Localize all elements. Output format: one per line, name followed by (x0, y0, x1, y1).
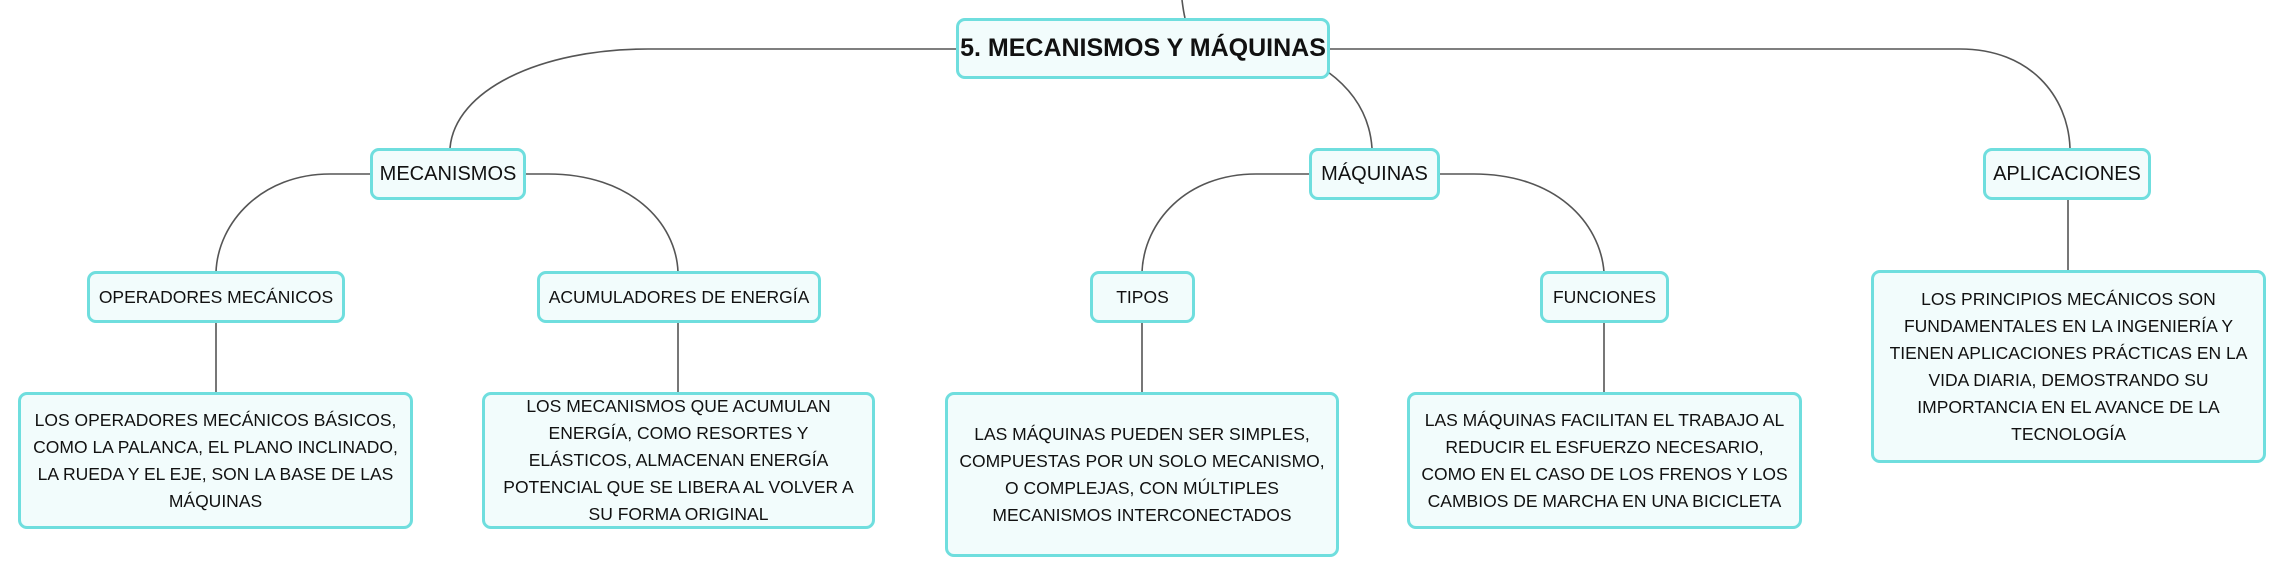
topic-operadores-mecanicos[interactable]: OPERADORES MECÁNICOS (87, 271, 345, 323)
connector-root-aplicaciones (1330, 48, 2071, 149)
topic-acumuladores-energia-label: ACUMULADORES DE ENERGÍA (548, 286, 810, 307)
connector-root-mecanismos (449, 48, 958, 149)
note-acumuladores-energia-text: LOS MECANISMOS QUE ACUMULAN ENERGÍA, COM… (503, 396, 854, 524)
connector-maquinas-tipos (1141, 173, 1309, 273)
topic-acumuladores-energia[interactable]: ACUMULADORES DE ENERGÍA (537, 271, 821, 323)
topic-funciones[interactable]: FUNCIONES (1540, 271, 1669, 323)
topic-aplicaciones[interactable]: APLICACIONES (1983, 148, 2151, 200)
topic-mecanismos-label: MECANISMOS (379, 162, 517, 185)
note-tipos-text: LAS MÁQUINAS PUEDEN SER SIMPLES, COMPUES… (959, 423, 1325, 525)
note-funciones[interactable]: LAS MÁQUINAS FACILITAN EL TRABAJO AL RED… (1407, 392, 1802, 529)
root-topic[interactable]: 5. MECANISMOS Y MÁQUINAS (956, 18, 1330, 79)
topic-aplicaciones-label: APLICACIONES (1993, 162, 2141, 185)
topic-maquinas[interactable]: MÁQUINAS (1309, 148, 1440, 200)
topic-funciones-label: FUNCIONES (1552, 286, 1657, 307)
topic-mecanismos[interactable]: MECANISMOS (370, 148, 526, 200)
note-operadores-mecanicos[interactable]: LOS OPERADORES MECÁNICOS BÁSICOS, COMO L… (18, 392, 413, 529)
topic-tipos[interactable]: TIPOS (1090, 271, 1195, 323)
note-tipos[interactable]: LAS MÁQUINAS PUEDEN SER SIMPLES, COMPUES… (945, 392, 1339, 557)
note-acumuladores-energia[interactable]: LOS MECANISMOS QUE ACUMULAN ENERGÍA, COM… (482, 392, 875, 529)
connector-root-maquinas (1327, 71, 1373, 149)
connector-mecanismos-acumuladores (524, 173, 679, 273)
note-aplicaciones[interactable]: LOS PRINCIPIOS MECÁNICOS SON FUNDAMENTAL… (1871, 270, 2266, 463)
note-funciones-text: LAS MÁQUINAS FACILITAN EL TRABAJO AL RED… (1421, 409, 1788, 511)
note-aplicaciones-text: LOS PRINCIPIOS MECÁNICOS SON FUNDAMENTAL… (1889, 288, 2248, 444)
topic-maquinas-label: MÁQUINAS (1321, 162, 1428, 185)
root-topic-label: 5. MECANISMOS Y MÁQUINAS (960, 34, 1326, 62)
topic-tipos-label: TIPOS (1116, 286, 1169, 307)
connector-mecanismos-operadores (215, 173, 370, 273)
topic-operadores-mecanicos-label: OPERADORES MECÁNICOS (98, 286, 334, 307)
note-operadores-mecanicos-text: LOS OPERADORES MECÁNICOS BÁSICOS, COMO L… (33, 409, 398, 511)
connector-root-parent (1181, 0, 1186, 19)
connector-maquinas-funciones (1440, 173, 1605, 273)
